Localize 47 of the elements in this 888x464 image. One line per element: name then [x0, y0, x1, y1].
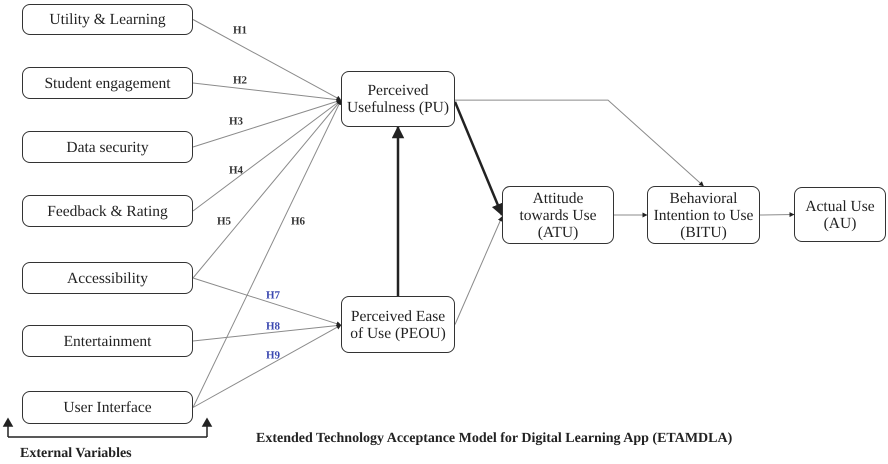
process-box — [22, 4, 193, 35]
process-box — [22, 391, 193, 424]
arrow — [454, 100, 704, 186]
arrow — [192, 19, 342, 101]
arrow — [760, 212, 794, 218]
arrow — [192, 100, 342, 408]
bracket-label: External Variables — [20, 445, 132, 463]
edge-label: H2 — [232, 76, 248, 86]
process-box — [22, 325, 193, 357]
arrow — [192, 99, 342, 148]
node-label: Entertainment — [64, 332, 152, 350]
edge-label: H9 — [266, 350, 280, 362]
node-label: Data security — [66, 138, 149, 156]
node-label: Perceived Usefulness (PU) — [346, 82, 450, 116]
edge-label: H8 — [266, 322, 280, 332]
process-box — [794, 187, 886, 242]
arrow — [454, 216, 502, 325]
arrow — [454, 101, 504, 216]
arrow — [192, 324, 342, 408]
process-box — [341, 71, 455, 127]
arrow — [392, 126, 404, 296]
node-label: Perceived Ease of Use (PEOU) — [349, 308, 447, 342]
node-label: Actual Use (AU) — [804, 198, 876, 232]
node-label: Behavioral Intention to Use (BITU) — [652, 190, 754, 240]
arrow — [192, 278, 342, 326]
process-box — [22, 131, 193, 163]
edge-label: H5 — [216, 216, 232, 228]
process-box — [22, 262, 193, 294]
arrow — [614, 212, 648, 218]
node-label: Feedback & Rating — [47, 202, 168, 220]
caption: Extended Technology Acceptance Model for Digital Learning App (ETAMDLA) — [256, 430, 732, 448]
node-label: Accessibility — [67, 270, 148, 286]
process-box — [341, 296, 455, 353]
edge-label: H1 — [232, 26, 248, 36]
edge-label: H7 — [266, 290, 280, 302]
edge-label: H6 — [290, 216, 306, 228]
node-label: Utility & Learning — [49, 11, 166, 28]
node-label: User Interface — [63, 399, 152, 416]
edge-label: H3 — [228, 116, 244, 128]
process-box — [22, 67, 193, 99]
process-box — [22, 195, 193, 227]
process-box — [502, 186, 614, 244]
arrow — [192, 100, 342, 278]
edge-label: H4 — [228, 166, 244, 176]
process-box — [647, 186, 760, 244]
node-label: Student engagement — [44, 74, 171, 92]
node-label: Attitude towards Use (ATU) — [518, 190, 598, 240]
